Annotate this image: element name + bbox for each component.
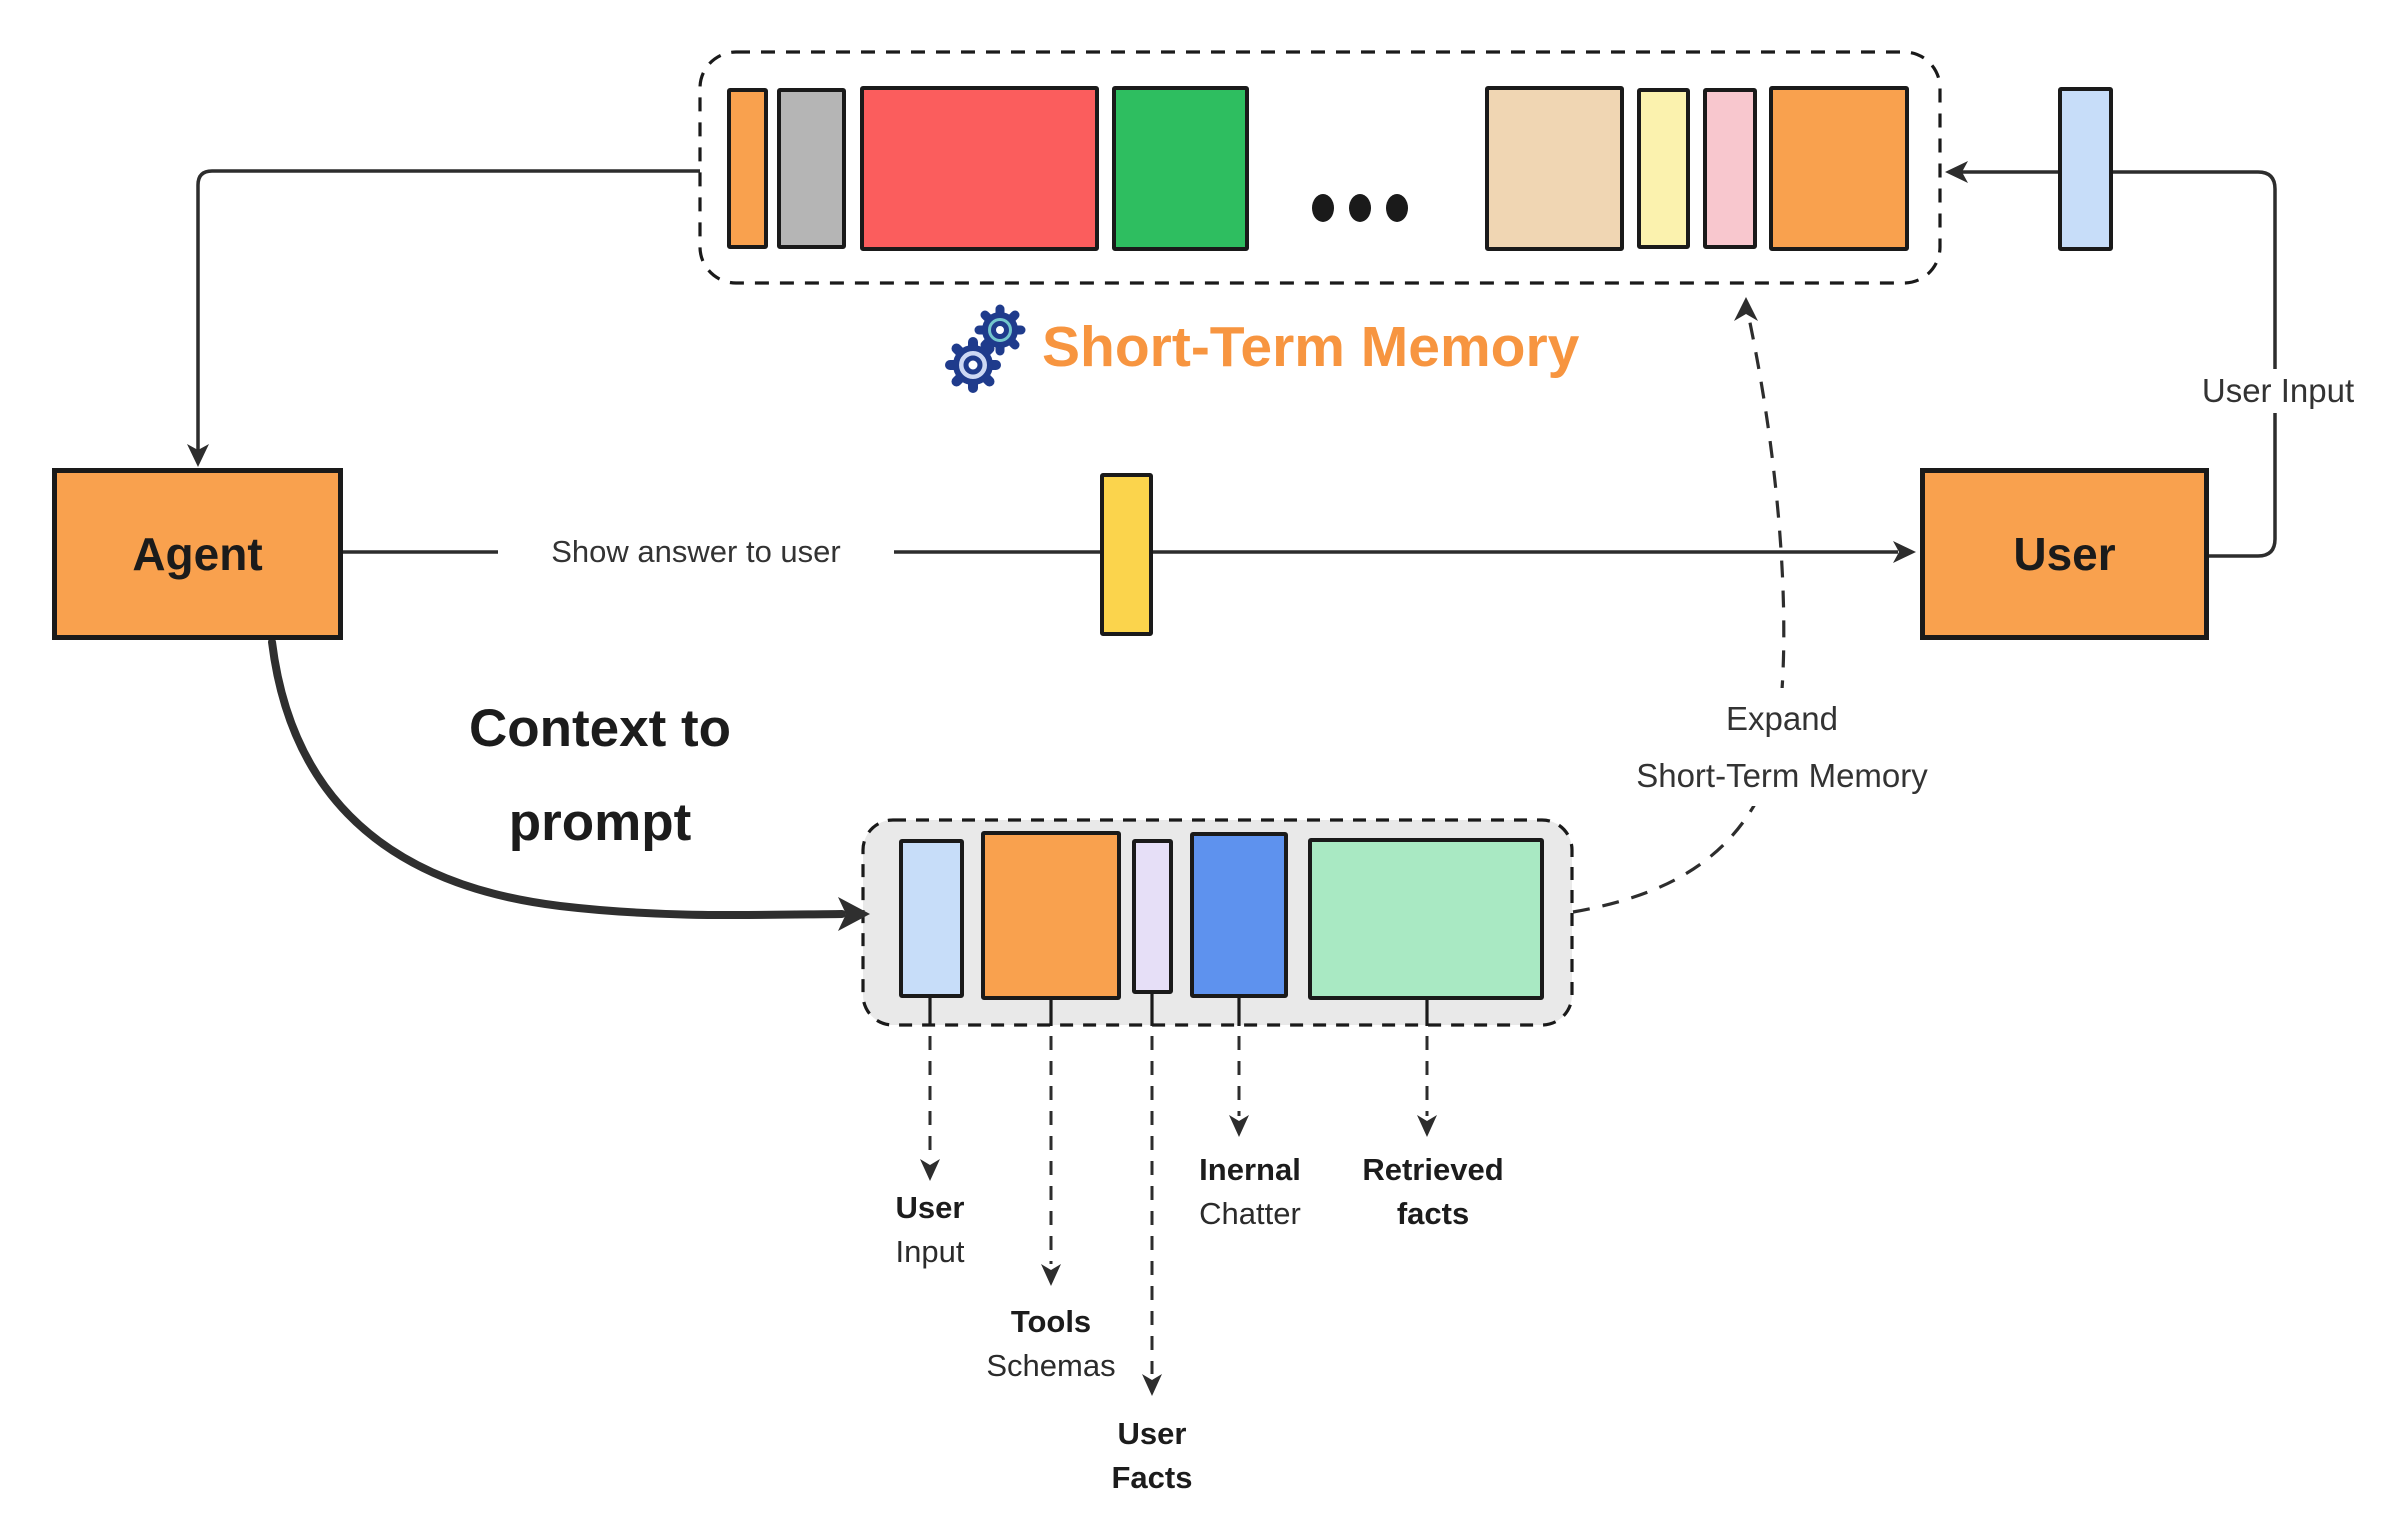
- memory-block-red: [860, 86, 1099, 251]
- prompt-block-tools-schemas: [981, 831, 1121, 1000]
- memory-block-tan: [1485, 86, 1624, 251]
- short-term-memory-boundary: [698, 50, 1942, 285]
- user-node: User: [1920, 468, 2209, 640]
- arrowhead-right-icon: [1893, 541, 1916, 563]
- user-input-line: [1960, 170, 2277, 558]
- token-callout-lines: [928, 1036, 1429, 1374]
- prompt-block-user-facts: [1132, 839, 1173, 994]
- token-label-user-facts: User Facts: [1111, 1416, 1193, 1495]
- arrowhead-right-thick-icon: [838, 897, 870, 931]
- prompt-block-internal-chatter: [1190, 832, 1288, 998]
- prompt-block-retrieved-facts: [1308, 838, 1544, 1000]
- user-input-label: User Input: [2178, 369, 2378, 413]
- context-to-prompt-label-line1: Context to: [468, 699, 732, 758]
- short-term-memory-title: Short-Term Memory: [1042, 315, 1580, 379]
- token-label-internal-chatter: Inernal Chatter: [1199, 1152, 1301, 1231]
- user-node-label: User: [2013, 528, 2116, 580]
- memory-to-agent-line: [196, 169, 700, 450]
- memory-block-gray: [777, 88, 846, 249]
- memory-block-pale-yellow: [1637, 88, 1690, 249]
- memory-block-pink: [1703, 88, 1757, 249]
- prompt-block-user-input: [899, 839, 964, 998]
- gears-icon: [945, 304, 1026, 393]
- memory-block-green: [1112, 86, 1249, 251]
- token-label-tools-schemas: Tools Schemas: [986, 1304, 1116, 1383]
- ellipsis-icon: [1312, 193, 1416, 223]
- context-to-prompt-curve: [268, 638, 846, 920]
- token-label-retrieved-facts: Retrieved facts: [1362, 1152, 1504, 1231]
- expand-memory-label-line2: Short-Term Memory: [1636, 757, 1928, 794]
- token-stub-lines: [928, 992, 1429, 1026]
- arrowhead-down-icon: [187, 444, 209, 467]
- answer-token-block: [1100, 473, 1153, 636]
- arrowhead-left-icon: [1945, 161, 1968, 183]
- arrowhead-up-icon: [1734, 297, 1758, 321]
- token-callout-arrowheads: [920, 1115, 1437, 1396]
- context-to-prompt-label-line2: prompt: [508, 793, 692, 852]
- memory-block-orange-1: [727, 88, 768, 249]
- user-input-token-block: [2058, 87, 2113, 251]
- memory-block-orange-2: [1769, 86, 1909, 251]
- expand-memory-label: Expand Short-Term Memory: [1598, 688, 1966, 806]
- agent-node-label: Agent: [132, 528, 263, 580]
- agent-node: Agent: [52, 468, 343, 640]
- expand-memory-curve: [1572, 317, 1786, 914]
- token-label-user-input: User Input: [895, 1190, 965, 1269]
- expand-memory-label-line1: Expand: [1726, 700, 1838, 737]
- show-answer-label: Show answer to user: [498, 531, 894, 573]
